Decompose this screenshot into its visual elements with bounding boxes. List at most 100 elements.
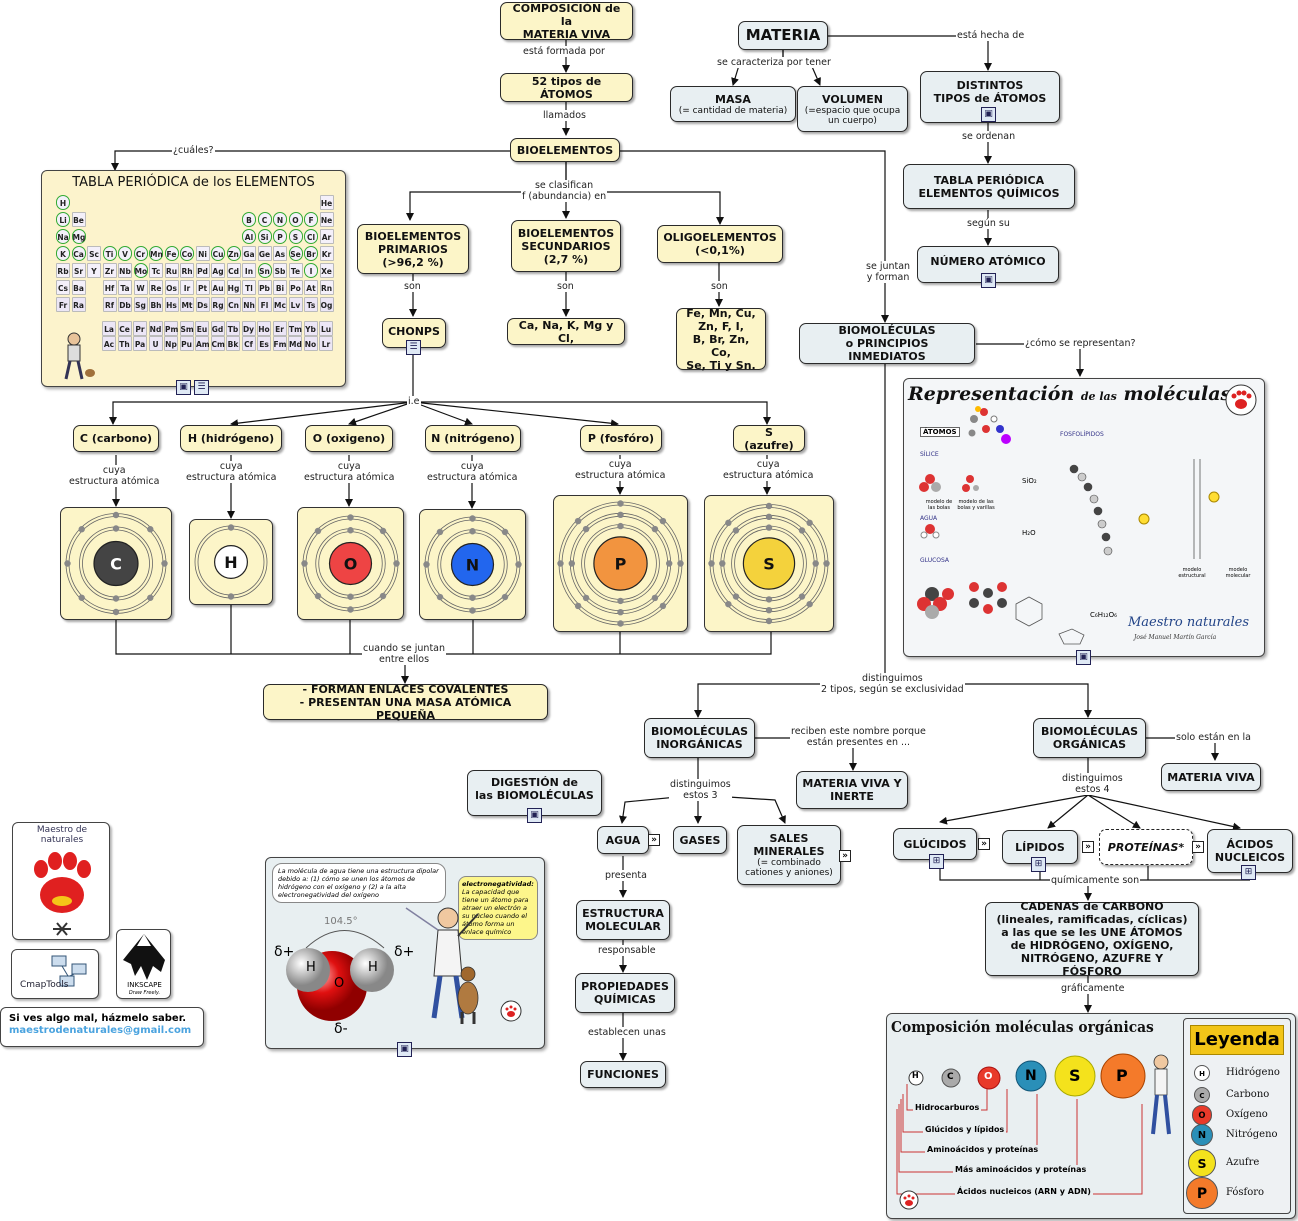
sulfur-atom-diagram[interactable]: S	[704, 495, 834, 632]
element-hidrogeno-node[interactable]: H (hidrógeno)	[180, 425, 282, 452]
document-resource-icon[interactable]: ☰	[194, 380, 209, 395]
cmaptools-logo[interactable]: CmapTools	[11, 949, 99, 999]
concept-map-icon[interactable]: ⊞	[1031, 857, 1046, 872]
document-resource-icon[interactable]: ☰	[406, 340, 421, 355]
element-fosforo-node[interactable]: P (fosfóro)	[580, 425, 662, 452]
agua-dipolo-panel[interactable]: La molécula de agua tiene una estructura…	[265, 857, 545, 1049]
legend-swatch: S	[1187, 1148, 1217, 1178]
electron-dot	[423, 561, 430, 568]
delta-minus: δ-	[334, 1021, 348, 1037]
masa-node[interactable]: MASA (= cantidad de materia)	[670, 86, 796, 122]
element-cell: Pm	[164, 321, 178, 336]
agua-expand-arrow[interactable]: »	[648, 834, 660, 846]
element-cell: Te	[288, 263, 303, 278]
atom-s-label: S	[1069, 1066, 1081, 1085]
volumen-node[interactable]: VOLUMEN (=espacio que ocupa un cuerpo)	[797, 86, 908, 132]
materia-viva-node[interactable]: MATERIA VIVA	[1161, 763, 1261, 791]
proteinas-node[interactable]: PROTEÍNAS*	[1099, 829, 1193, 865]
lipidos-expand-arrow[interactable]: »	[1082, 841, 1094, 853]
legend-item: N Nitrógeno	[1188, 1123, 1288, 1149]
agua-node[interactable]: AGUA	[597, 826, 649, 854]
composicion-materia-viva-node[interactable]: COMPOSICIÓN de la MATERIA VIVA	[500, 2, 633, 41]
numero-atomico-node[interactable]: NÚMERO ATÓMICO	[917, 246, 1059, 283]
glucidos-expand-arrow[interactable]: »	[978, 838, 990, 850]
element-oxigeno-node[interactable]: O (oxigeno)	[305, 425, 393, 452]
carbon-atom-diagram[interactable]: C	[60, 507, 172, 620]
element-cell: Er	[272, 321, 287, 336]
element-cell: Be	[71, 212, 86, 227]
element-cell: Dy	[241, 321, 256, 336]
element-azufre-node[interactable]: S (azufre)	[733, 425, 805, 452]
nitrogen-atom-diagram[interactable]: N	[419, 509, 526, 620]
image-resource-icon[interactable]: ▣	[981, 273, 996, 288]
electron-dot	[227, 593, 235, 600]
element-cell: Se	[288, 246, 303, 261]
concept-map-icon[interactable]: ⊞	[929, 854, 944, 869]
oxygen-atom-diagram[interactable]: O	[297, 507, 404, 620]
report-box[interactable]: Si ves algo mal, házmelo saber. maestrod…	[0, 1007, 204, 1047]
electron-dot	[314, 527, 322, 535]
oligoelementos-node[interactable]: OLIGOELEMENTOS (<0,1%)	[657, 225, 783, 263]
image-resource-icon[interactable]: ▣	[527, 808, 542, 823]
element-cell: Ac	[102, 336, 116, 351]
propiedades-quimicas-node[interactable]: PROPIEDADES QUÍMICAS	[575, 973, 675, 1013]
sales-expand-arrow[interactable]: »	[839, 850, 851, 862]
element-cell: Ta	[118, 280, 132, 295]
author-signature: José Manuel Martín García	[1134, 634, 1217, 641]
element-cell: Ba	[71, 280, 86, 295]
image-resource-icon[interactable]: ▣	[1076, 650, 1091, 665]
funciones-node[interactable]: FUNCIONES	[580, 1061, 666, 1088]
element-cell: Si	[257, 229, 272, 244]
cadenas-carbono-node[interactable]: CADENAS de CARBONO (lineales, ramificada…	[985, 900, 1199, 978]
h-right-label: H	[368, 960, 378, 975]
biomoleculas-organicas-node[interactable]: BIOMOLÉCULAS ORGÁNICAS	[1033, 718, 1146, 758]
bioelementos-secundarios-node[interactable]: BIOELEMENTOS SECUNDARIOS (2,7 %)	[511, 220, 621, 272]
enlaces-covalentes-node[interactable]: - FORMAN ENLACES COVALENTES - PRESENTAN …	[263, 683, 548, 722]
secundarios-list-node[interactable]: Ca, Na, K, Mg y Cl,	[507, 318, 625, 345]
legend-label: Nitrógeno	[1226, 1129, 1278, 1140]
legend-swatch: N	[1190, 1123, 1214, 1147]
element-carbono-node[interactable]: C (carbono)	[73, 425, 159, 452]
maestro-naturales-logo[interactable]: Maestro de naturales	[12, 822, 110, 940]
inkscape-logo[interactable]: INKSCAPE Draw Freely.	[116, 929, 171, 999]
element-nitrogeno-node[interactable]: N (nitrógeno)	[425, 425, 521, 452]
materia-node[interactable]: MATERIA	[738, 21, 828, 50]
element-cell: Al	[242, 229, 256, 244]
biomoleculas-node[interactable]: BIOMOLÉCULAS o PRINCIPIOS INMEDIATOS	[799, 323, 975, 364]
proteinas-expand-arrow[interactable]: »	[1192, 841, 1204, 853]
bioelementos-node[interactable]: BIOELEMENTOS	[510, 138, 620, 162]
biomoleculas-inorganicas-node[interactable]: BIOMOLÉCULAS INORGÁNICAS	[644, 718, 755, 758]
tabla-periodica-node[interactable]: TABLA PERIÓDICA ELEMENTOS QUÍMICOS	[903, 164, 1075, 209]
materia-viva-inerte-node[interactable]: MATERIA VIVA Y INERTE	[796, 771, 908, 809]
phosphorus-atom-diagram[interactable]: P	[553, 495, 688, 632]
electron-dot	[515, 561, 522, 568]
sales-minerales-node[interactable]: SALES MINERALES (= combinado cationes y …	[737, 825, 841, 885]
element-cell: Bi	[273, 280, 287, 295]
atom-n-label: N	[1025, 1068, 1037, 1084]
tipos-atomos-node[interactable]: 52 tipos de ÁTOMOS	[500, 73, 633, 102]
image-resource-icon[interactable]: ▣	[397, 1042, 412, 1057]
element-cell: Hs	[164, 297, 179, 312]
element-cell: Db	[118, 297, 132, 312]
electron-dot	[436, 593, 444, 601]
legend-swatch: C	[1194, 1087, 1210, 1103]
representacion-moleculas-panel[interactable]: Representación de las moléculas ÁTOMOS S…	[903, 378, 1265, 657]
electron-dot	[798, 593, 806, 600]
electron-dot	[765, 513, 773, 520]
element-cell: Li	[56, 212, 70, 227]
report-email-link[interactable]: maestrodenaturales@gmail.com	[9, 1025, 192, 1036]
estructura-molecular-node[interactable]: ESTRUCTURA MOLECULAR	[576, 900, 670, 940]
composicion-moleculas-panel[interactable]: Composición moléculas orgánicas H C O N	[886, 1013, 1296, 1219]
image-resource-icon[interactable]: ▣	[176, 380, 191, 395]
hydrogen-atom-diagram[interactable]: H	[189, 519, 273, 605]
oligo-list-node[interactable]: Fe, Mn, Cu, Zn, F, I, B, Br, Zn, Co, Se,…	[676, 307, 766, 372]
bioelementos-primarios-node[interactable]: BIOELEMENTOS PRIMARIOS (>96,2 %)	[357, 224, 469, 274]
concept-map-icon[interactable]: ⊞	[1241, 865, 1256, 880]
element-cell: Ar	[319, 229, 334, 244]
image-resource-icon[interactable]: ▣	[981, 107, 996, 122]
gases-node[interactable]: GASES	[673, 826, 727, 854]
element-cell: B	[242, 212, 256, 227]
digestion-biomoleculas-node[interactable]: DIGESTIÓN de las BIOMOLÉCULAS	[467, 770, 602, 816]
